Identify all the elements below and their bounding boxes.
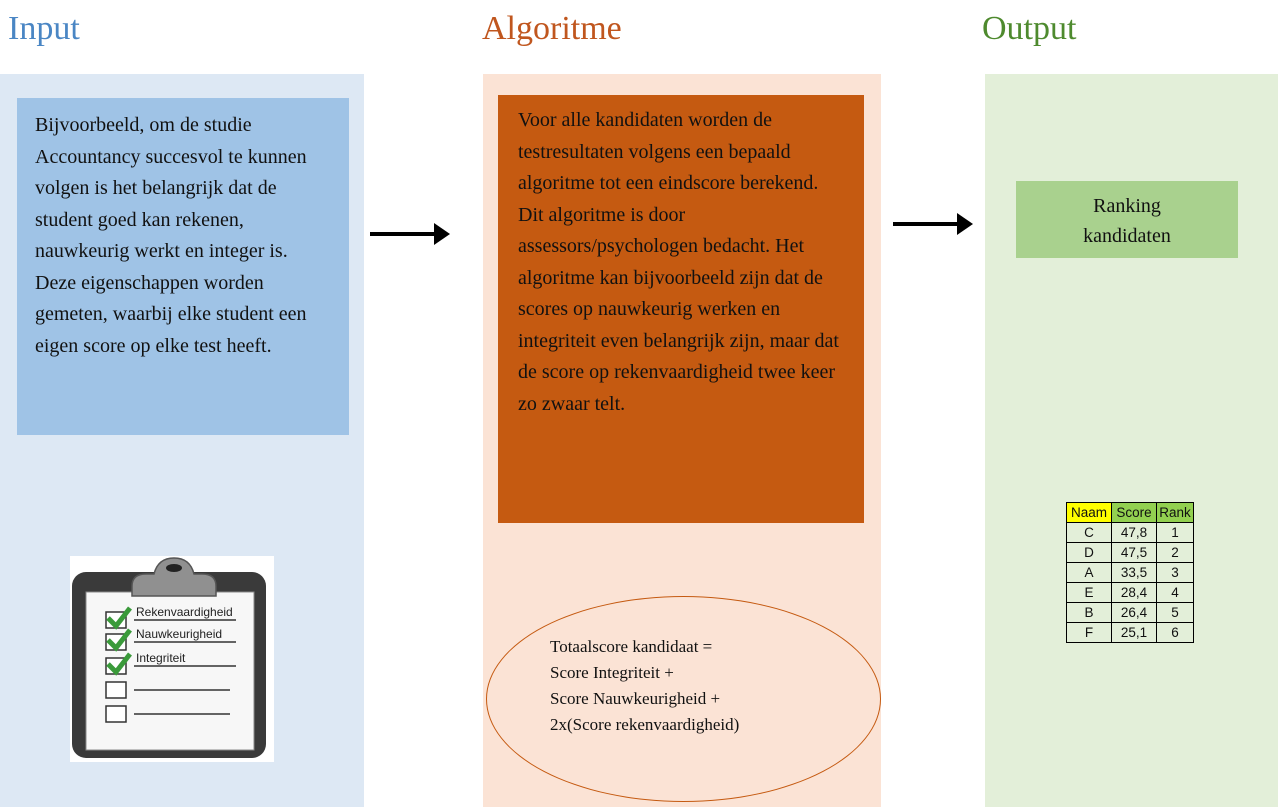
checklist-item-label: Integriteit xyxy=(136,651,186,665)
table-cell: 4 xyxy=(1156,582,1194,603)
ranking-label-line: kandidaten xyxy=(1083,225,1171,247)
arrow-right-icon xyxy=(893,213,973,235)
table-cell: F xyxy=(1066,622,1112,643)
checklist-item-empty xyxy=(105,681,230,699)
table-cell: 28,4 xyxy=(1111,582,1157,603)
table-row: A 33,5 3 xyxy=(1066,562,1194,583)
table-cell: 47,5 xyxy=(1111,542,1157,563)
ranking-label-line: Ranking xyxy=(1093,195,1161,217)
checklist-item: Nauwkeurigheid xyxy=(105,627,236,652)
table-cell: 33,5 xyxy=(1111,562,1157,583)
formula-line: 2x(Score rekenvaardigheid) xyxy=(550,715,740,734)
checklist-item-empty xyxy=(105,705,230,723)
arrow-right-icon xyxy=(370,223,450,245)
input-heading: Input xyxy=(8,10,80,47)
table-header-row: Naam Score Rank xyxy=(1066,502,1194,523)
clipboard-icon: Rekenvaardigheid Nauwkeurigheid Integrit… xyxy=(70,556,274,762)
output-heading: Output xyxy=(982,10,1077,47)
table-cell: 47,8 xyxy=(1111,522,1157,543)
table-cell: D xyxy=(1066,542,1112,563)
formula-line: Totaalscore kandidaat = xyxy=(550,637,713,656)
table-cell: C xyxy=(1066,522,1112,543)
formula-line: Score Integriteit + xyxy=(550,663,674,682)
table-row: C 47,8 1 xyxy=(1066,522,1194,543)
table-header-cell: Rank xyxy=(1156,502,1194,523)
input-description-box: Bijvoorbeeld, om de studie Accountancy s… xyxy=(17,98,349,435)
formula-ellipse xyxy=(486,596,881,802)
table-cell: 3 xyxy=(1156,562,1194,583)
table-cell: A xyxy=(1066,562,1112,583)
ranking-table: Naam Score Rank C 47,8 1 D 47,5 2 A 33,5… xyxy=(1066,502,1194,643)
algorithm-description-box: Voor alle kandidaten worden de testresul… xyxy=(498,95,864,523)
checklist-item-label: Rekenvaardigheid xyxy=(136,605,233,619)
check-icon xyxy=(106,652,132,676)
formula-line: Score Nauwkeurigheid + xyxy=(550,689,721,708)
table-header-cell: Naam xyxy=(1066,502,1112,523)
table-row: E 28,4 4 xyxy=(1066,582,1194,603)
table-row: F 25,1 6 xyxy=(1066,622,1194,643)
clipboard-illustration: Rekenvaardigheid Nauwkeurigheid Integrit… xyxy=(72,557,266,758)
table-row: D 47,5 2 xyxy=(1066,542,1194,563)
table-cell: 6 xyxy=(1156,622,1194,643)
table-header-cell: Score xyxy=(1111,502,1157,523)
ranking-box: Ranking kandidaten xyxy=(1016,181,1238,258)
table-cell: 25,1 xyxy=(1111,622,1157,643)
table-row: B 26,4 5 xyxy=(1066,602,1194,623)
table-cell: 5 xyxy=(1156,602,1194,623)
checklist-item: Integriteit xyxy=(105,651,236,676)
check-icon xyxy=(106,606,132,630)
table-cell: B xyxy=(1066,602,1112,623)
algorithm-heading: Algoritme xyxy=(482,10,622,47)
formula-text: Totaalscore kandidaat = Score Integritei… xyxy=(550,634,870,738)
checklist-item: Rekenvaardigheid xyxy=(105,605,236,630)
checklist-item-label: Nauwkeurigheid xyxy=(136,627,222,641)
table-cell: 1 xyxy=(1156,522,1194,543)
check-icon xyxy=(106,628,132,652)
table-cell: 2 xyxy=(1156,542,1194,563)
table-cell: 26,4 xyxy=(1111,602,1157,623)
table-cell: E xyxy=(1066,582,1112,603)
